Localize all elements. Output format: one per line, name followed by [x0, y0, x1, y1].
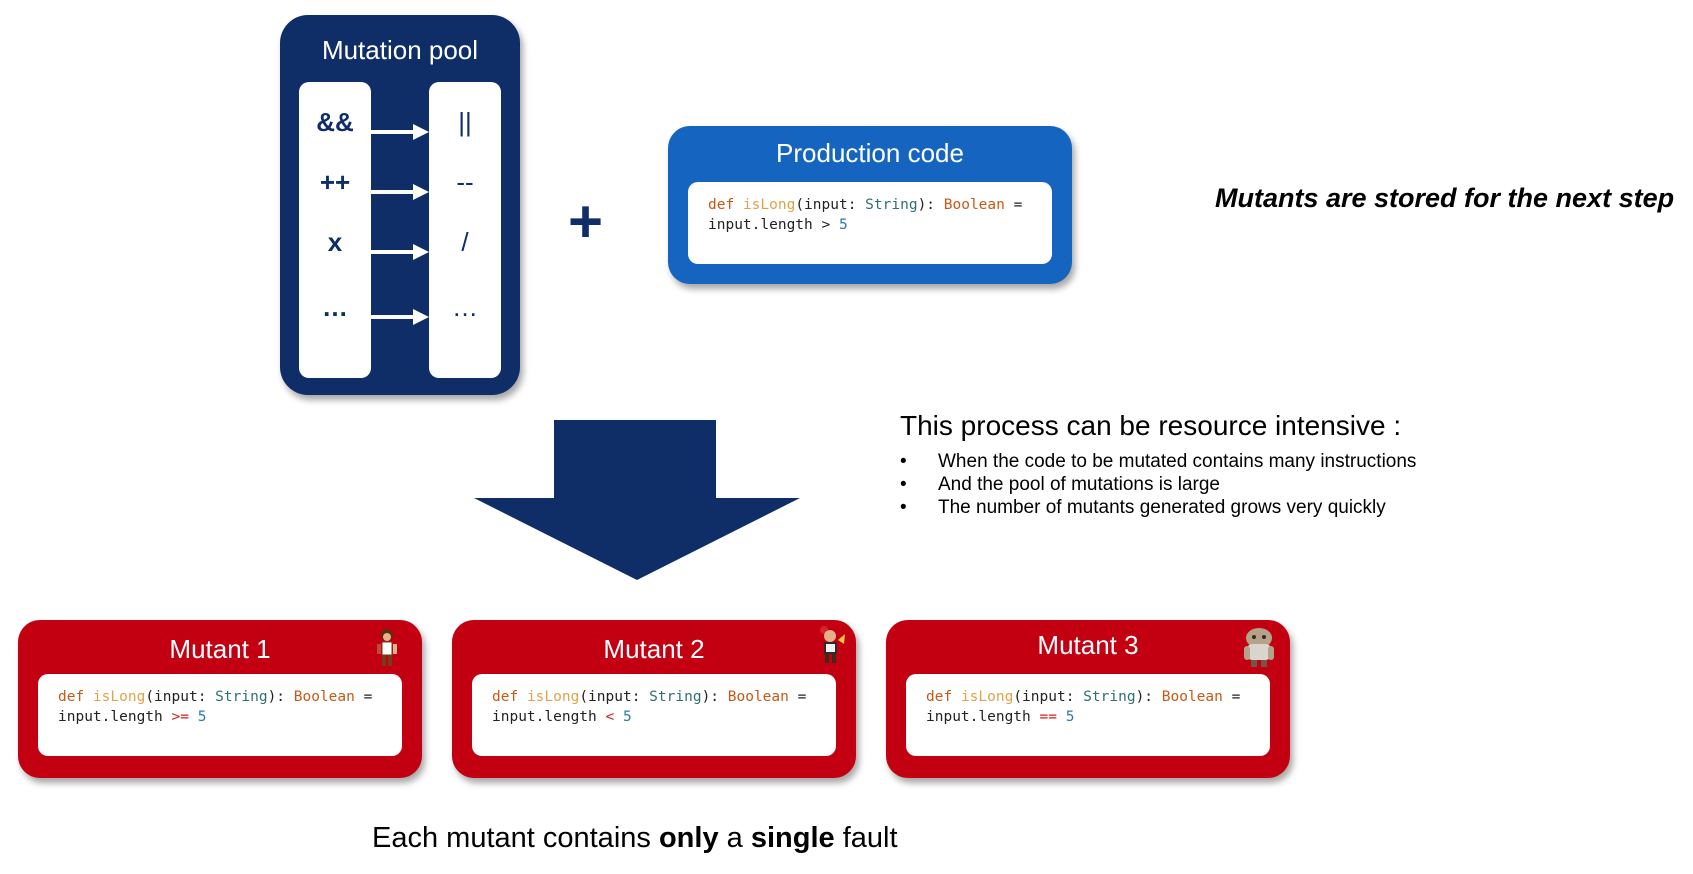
plus-sign: +: [568, 188, 604, 255]
pool-to-operator: --: [456, 167, 474, 197]
big-down-arrow-icon: [474, 420, 800, 580]
code-line-2: input.length > 5: [708, 217, 848, 233]
resource-bullet: The number of mutants generated grows ve…: [900, 496, 1416, 519]
production-code-card: Production code def isLong(input: String…: [668, 126, 1072, 284]
pool-to-operator: …: [452, 292, 478, 322]
code-line-1: def isLong(input: String): Boolean =: [492, 689, 807, 705]
code-line-2: input.length < 5: [492, 709, 632, 725]
mapping-arrow-icon: [371, 184, 429, 200]
pool-from-operator: x: [327, 227, 343, 257]
resource-bullet: And the pool of mutations is large: [900, 473, 1416, 496]
mutant-1-title: Mutant 1: [169, 634, 271, 664]
mutated-operators-column: || -- / …: [429, 82, 501, 378]
mutant-3-card: Mutant 3 def isLong(input: String): Bool…: [886, 620, 1290, 778]
pool-from-operator: ++: [319, 167, 351, 197]
pool-to-operator: ||: [458, 107, 472, 137]
footer-caption: Each mutant contains only a single fault: [372, 822, 898, 854]
code-line-2: input.length >= 5: [58, 709, 207, 725]
mutant-2-card: Mutant 2 def isLong(input: String): Bool…: [452, 620, 856, 778]
mutation-pool-card: Mutation pool && ++ x … || -- / …: [280, 15, 520, 395]
production-code-title: Production code: [776, 138, 964, 168]
mutant-2-code: def isLong(input: String): Boolean = inp…: [472, 674, 836, 756]
mutant-3-avatar-icon: [1244, 628, 1274, 667]
pool-from-operator: &&: [316, 107, 354, 137]
mutant-3-code: def isLong(input: String): Boolean = inp…: [906, 674, 1270, 756]
mapping-arrow-icon: [371, 244, 429, 260]
mutated-operator: ==: [1039, 709, 1057, 725]
mutant-2-title: Mutant 2: [603, 634, 705, 664]
resource-bullet: When the code to be mutated contains man…: [900, 450, 1416, 473]
production-code-snippet: def isLong(input: String): Boolean = inp…: [688, 182, 1052, 264]
original-operators-column: && ++ x …: [299, 82, 371, 378]
code-line-1: def isLong(input: String): Boolean =: [926, 689, 1241, 705]
pool-from-operator: …: [322, 292, 348, 322]
mutant-3-title: Mutant 3: [1037, 630, 1139, 660]
mutant-1-card: Mutant 1 def isLong(input: String): Bool…: [18, 620, 422, 778]
mutant-2-avatar-icon: [820, 626, 845, 663]
pool-to-operator: /: [461, 227, 469, 257]
side-note: Mutants are stored for the next step: [1215, 183, 1675, 213]
mutant-1-avatar-icon: [377, 629, 397, 666]
mapping-arrow-icon: [371, 124, 429, 140]
mapping-arrow-icon: [371, 309, 429, 325]
resource-bullets: When the code to be mutated contains man…: [900, 450, 1416, 519]
code-line-1: def isLong(input: String): Boolean =: [708, 197, 1023, 213]
mutation-pool-title: Mutation pool: [321, 35, 479, 65]
code-line-2: input.length == 5: [926, 709, 1075, 725]
resource-title: This process can be resource intensive :: [900, 410, 1402, 441]
mutated-operator: <: [605, 709, 615, 725]
mutated-operator: >=: [171, 709, 189, 725]
mutant-1-code: def isLong(input: String): Boolean = inp…: [38, 674, 402, 756]
code-line-1: def isLong(input: String): Boolean =: [58, 689, 373, 705]
